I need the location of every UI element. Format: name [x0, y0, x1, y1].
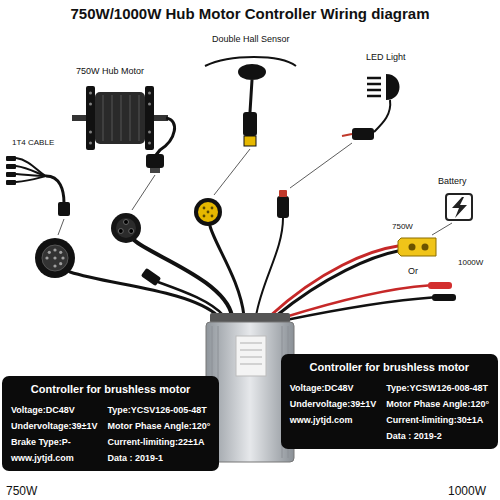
- spec-field: Motor Phase Angle:120°: [386, 399, 489, 410]
- xt60-connector: [398, 238, 436, 256]
- spec-field: Type:YCSW126-008-48T: [386, 383, 489, 394]
- spec-field: Current-limiting:22±1A: [107, 437, 210, 448]
- spec-field: Data : 2019-1: [107, 453, 210, 464]
- spec-field: Data : 2019-2: [386, 431, 489, 442]
- spec-plate: Controller for brushless motorVoltage:DC…: [281, 354, 498, 449]
- part-name: LED Light: [366, 52, 406, 63]
- spec-field: www.jytjd.com: [11, 453, 97, 464]
- spec-field: Voltage:DC48V: [290, 383, 376, 394]
- light-plug: [277, 190, 289, 218]
- plate-heading: Controller for brushless motor: [290, 361, 489, 374]
- led-light: [342, 74, 400, 140]
- power-label: 750W: [392, 222, 413, 232]
- spec-field: Motor Phase Angle:120°: [107, 421, 210, 432]
- part-name: Battery: [438, 176, 467, 187]
- spec-plate: Controller for brushless motorVoltage:DC…: [2, 376, 219, 471]
- choice-label: Or: [408, 266, 418, 277]
- part-name: 1T4 CABLE: [12, 138, 54, 148]
- power-label: 1000W: [458, 258, 483, 268]
- power-label: 1000W: [448, 484, 486, 498]
- plate-heading: Controller for brushless motor: [11, 383, 210, 396]
- spec-field: www.jytjd.com: [290, 415, 376, 426]
- phase-connector: [111, 213, 141, 243]
- small-plug: [141, 268, 161, 287]
- hub-motor: [72, 86, 175, 173]
- spec-field: Voltage:DC48V: [11, 405, 97, 416]
- bullet-connectors: [428, 282, 456, 301]
- splitter-cable: [6, 156, 70, 216]
- spec-field: Brake Type:P-: [11, 437, 97, 448]
- eight-pin-connector: [35, 238, 75, 278]
- spec-field: Undervoltage:39±1V: [290, 399, 376, 410]
- hall-connector: [194, 198, 222, 226]
- spec-field: Type:YCSV126-005-48T: [107, 405, 210, 416]
- spec-field: Undervoltage:39±1V: [11, 421, 97, 432]
- part-name: 750W Hub Motor: [76, 66, 144, 77]
- spec-field: Current-limiting:30±1A: [386, 415, 489, 426]
- diagram-title: 750W/1000W Hub Motor Controller Wiring d…: [0, 5, 500, 23]
- part-name: Double Hall Sensor: [212, 34, 290, 45]
- battery-icon: [446, 194, 472, 220]
- power-label: 750W: [6, 484, 37, 498]
- controller-wires: [70, 218, 432, 320]
- hall-sensor: [205, 57, 296, 146]
